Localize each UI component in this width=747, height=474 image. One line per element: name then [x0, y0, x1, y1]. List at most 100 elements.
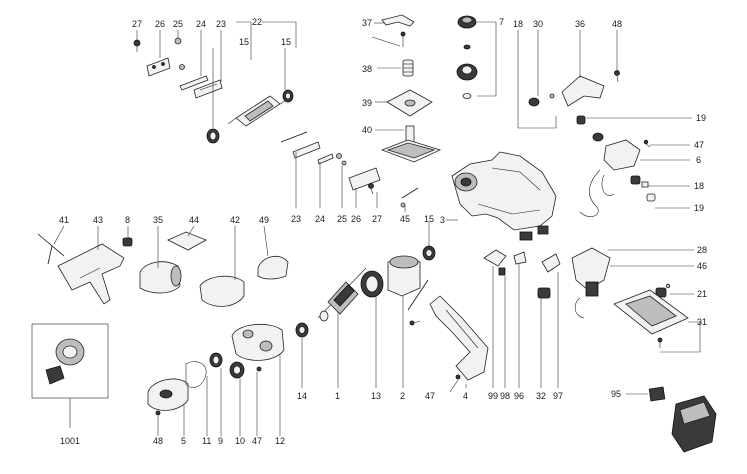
part-screw-47-b [409, 320, 421, 326]
part-96 [513, 251, 527, 265]
callout-13: 13 [371, 391, 381, 401]
part-cover-49 [257, 255, 289, 280]
callout-30: 30 [533, 19, 543, 29]
callout-47-top: 47 [694, 140, 704, 150]
part-98 [498, 267, 506, 276]
callout-28: 28 [697, 245, 707, 255]
callout-48-top: 48 [612, 19, 622, 29]
part-blade-23-b [280, 131, 321, 159]
callout-23-mid: 23 [291, 214, 301, 224]
callout-39: 39 [362, 98, 372, 108]
part-depth-knob-40 [380, 125, 442, 163]
part-screw-47-a [643, 139, 651, 148]
callout-18-top: 18 [513, 19, 523, 29]
part-32 [537, 287, 551, 299]
part-screw-27 [133, 39, 141, 52]
callout-15-mid: 15 [424, 214, 434, 224]
part-screw-48 [614, 70, 620, 83]
part-switch-19 [576, 115, 604, 142]
callout-25-mid: 25 [337, 214, 347, 224]
part-knob-cap-7 [456, 15, 478, 99]
callout-numbers: 27 26 25 24 23 22 15 15 37 38 39 40 7 18… [59, 17, 707, 446]
callout-10: 10 [235, 436, 245, 446]
part-stator-13 [360, 270, 384, 298]
callout-41: 41 [59, 215, 69, 225]
part-bearing-15-c [422, 245, 436, 261]
part-99 [483, 249, 507, 267]
part-switch-assembly-6 [579, 139, 641, 217]
callout-31: 31 [697, 317, 707, 327]
callout-24: 24 [196, 19, 206, 29]
part-plate-26 [146, 57, 171, 77]
callout-1: 1 [335, 391, 340, 401]
callout-8: 8 [125, 215, 130, 225]
callout-95: 95 [611, 389, 621, 399]
callout-21: 21 [697, 289, 707, 299]
callout-32: 32 [536, 391, 546, 401]
part-cover-12 [231, 323, 285, 361]
callout-12: 12 [275, 436, 285, 446]
part-strip-24-b [317, 153, 334, 165]
part-cable-46 [574, 297, 585, 319]
callout-35: 35 [153, 215, 163, 225]
callout-7: 7 [499, 17, 504, 27]
part-plate-26-b [348, 167, 381, 191]
part-drive-belt-9 [185, 361, 207, 388]
callout-26-mid: 26 [351, 214, 361, 224]
part-bearing-14 [295, 322, 309, 338]
part-switch-18 [630, 175, 656, 202]
callout-6: 6 [696, 155, 701, 165]
part-pulley-10 [229, 361, 245, 379]
part-screw-47-c [256, 366, 262, 372]
callout-48-bottom: 48 [153, 436, 163, 446]
callout-36: 36 [575, 19, 585, 29]
callout-1001: 1001 [60, 436, 80, 446]
callout-22: 22 [252, 17, 262, 27]
part-clip-25-b [336, 153, 347, 166]
callout-25: 25 [173, 19, 183, 29]
part-field-housing-2 [387, 255, 429, 311]
part-plate-44 [167, 231, 207, 251]
callout-45: 45 [400, 214, 410, 224]
callout-19-right: 19 [694, 203, 704, 213]
part-97 [541, 253, 561, 273]
part-kit-1001 [31, 323, 109, 428]
callout-44: 44 [189, 215, 199, 225]
callout-40: 40 [362, 125, 372, 135]
callout-47-bottom: 47 [252, 436, 262, 446]
part-lever-37 [381, 14, 415, 47]
callout-5: 5 [181, 436, 186, 446]
callout-23: 23 [216, 19, 226, 29]
part-parallel-guide-43 [57, 243, 125, 305]
leader-lines [53, 21, 701, 436]
part-clip-25 [174, 37, 185, 70]
part-cover-36 [561, 75, 605, 107]
callout-27-mid: 27 [372, 214, 382, 224]
callout-15-left: 15 [239, 37, 249, 47]
part-spring-38 [402, 59, 414, 77]
callout-15-right: 15 [281, 37, 291, 47]
part-screw-27-b [368, 183, 374, 195]
part-screw-8 [122, 237, 133, 247]
callout-43: 43 [93, 215, 103, 225]
part-washer-30 [528, 93, 555, 107]
callout-18-right: 18 [694, 181, 704, 191]
callout-38: 38 [362, 64, 372, 74]
part-strip-24 [179, 75, 209, 91]
part-blade-23 [193, 79, 223, 99]
callout-47-mid: 47 [425, 391, 435, 401]
callout-37: 37 [362, 18, 372, 28]
callout-24-mid: 24 [315, 214, 325, 224]
part-pulley-11 [209, 352, 223, 368]
callout-26: 26 [155, 19, 165, 29]
part-pin-45 [400, 187, 419, 208]
callout-46: 46 [697, 261, 707, 271]
callout-9: 9 [218, 436, 223, 446]
part-housing-3 [451, 151, 557, 241]
callout-98: 98 [500, 391, 510, 401]
part-plate-39 [386, 89, 433, 117]
part-bearing-15-right [282, 89, 294, 103]
callout-19-top: 19 [696, 113, 706, 123]
callout-96: 96 [514, 391, 524, 401]
